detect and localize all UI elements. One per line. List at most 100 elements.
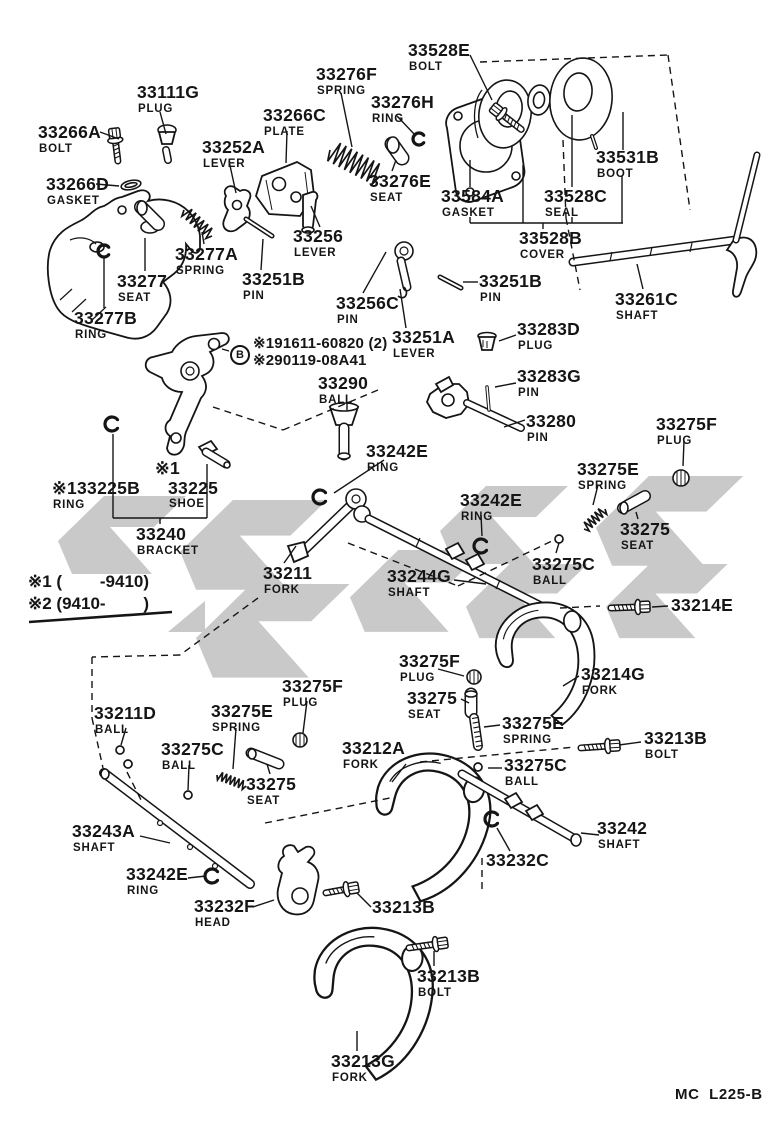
part-type: SEAT	[247, 794, 281, 807]
legend-line-2: ※2 (9410- )	[28, 594, 150, 613]
part-type: PLUG	[283, 696, 319, 709]
part-number: 33275F	[656, 414, 718, 434]
part-number: 33213G	[331, 1051, 396, 1071]
part-type: SEAT	[118, 291, 152, 304]
part-type: SPRING	[317, 84, 366, 97]
part-number: 33280	[526, 411, 577, 431]
part-type: BALL	[95, 723, 129, 736]
part-number: 33256	[293, 226, 344, 246]
page-code: MC L225-B	[675, 1086, 763, 1103]
part-number: 33275C	[161, 739, 225, 759]
part-number: 33213B	[644, 728, 708, 748]
part-number: 33251A	[392, 327, 456, 347]
part-number: 33251B	[479, 271, 543, 291]
variant-note-1: ※191611-60820 (2)	[253, 335, 388, 352]
part-number: 33528B	[519, 228, 583, 248]
part-number: 33283G	[517, 366, 582, 386]
part-type: SHAFT	[73, 841, 116, 854]
part-number: 33213B	[417, 966, 481, 986]
part-number: 33276E	[369, 171, 432, 191]
part-number: 33214E	[671, 595, 734, 615]
part-type: SHOE	[169, 498, 205, 510]
part-type: BALL	[533, 574, 567, 587]
part-type: SHAFT	[598, 838, 641, 851]
part-type: GASKET	[47, 194, 100, 207]
part-type: LEVER	[203, 157, 246, 170]
part-type: SEAT	[370, 191, 404, 204]
part-type: RING	[127, 884, 159, 897]
part-type: SPRING	[578, 479, 627, 492]
part-type: FORK	[582, 684, 618, 697]
part-type: SPRING	[176, 264, 225, 277]
part-number: 33244G	[387, 566, 452, 586]
part-number: 33252A	[202, 137, 266, 157]
part-label-33214E: 33214E	[671, 595, 734, 615]
part-type: SHAFT	[388, 586, 431, 599]
part-number: 33275E	[211, 701, 274, 721]
part-number: 33212A	[342, 738, 406, 758]
legend-line-1: ※1 ( -9410)	[28, 572, 150, 591]
part-number: 33214G	[581, 664, 646, 684]
part-type: FORK	[343, 758, 379, 771]
part-number: 33240	[136, 524, 187, 544]
part-number: 33275	[407, 688, 458, 708]
part-type: COVER	[520, 248, 565, 261]
part-type: SEAL	[545, 206, 579, 219]
part-number: 33275C	[532, 554, 596, 574]
part-type: PIN	[527, 431, 549, 444]
part-type: SEAT	[621, 539, 655, 552]
part-number: 33266C	[263, 105, 327, 125]
part-type: RING	[367, 461, 399, 474]
part-type: PIN	[243, 289, 265, 302]
part-number: 33243A	[72, 821, 136, 841]
part-number: 33276H	[371, 92, 435, 112]
part-type: FORK	[264, 583, 300, 596]
part-type: PLATE	[264, 125, 305, 138]
part-type: GASKET	[442, 206, 495, 219]
part-type: PLUG	[400, 671, 436, 684]
part-number: 33275	[246, 774, 297, 794]
part-number: 33211	[263, 563, 313, 583]
part-number: 33277B	[74, 308, 138, 328]
part-number: 33283D	[517, 319, 581, 339]
part-number: 33275E	[502, 713, 565, 733]
part-type: PLUG	[518, 339, 554, 352]
part-label-33232C: 33232C	[486, 851, 549, 870]
part-type: SHAFT	[616, 309, 659, 322]
part-number: 33275F	[282, 676, 344, 696]
part-number: 33111G	[137, 82, 200, 102]
part-number: 33251B	[242, 269, 306, 289]
part-type: PLUG	[138, 102, 174, 115]
part-number: 33276F	[316, 64, 378, 84]
b-callout-badge: B	[230, 345, 250, 365]
part-type: BALL	[319, 393, 353, 406]
